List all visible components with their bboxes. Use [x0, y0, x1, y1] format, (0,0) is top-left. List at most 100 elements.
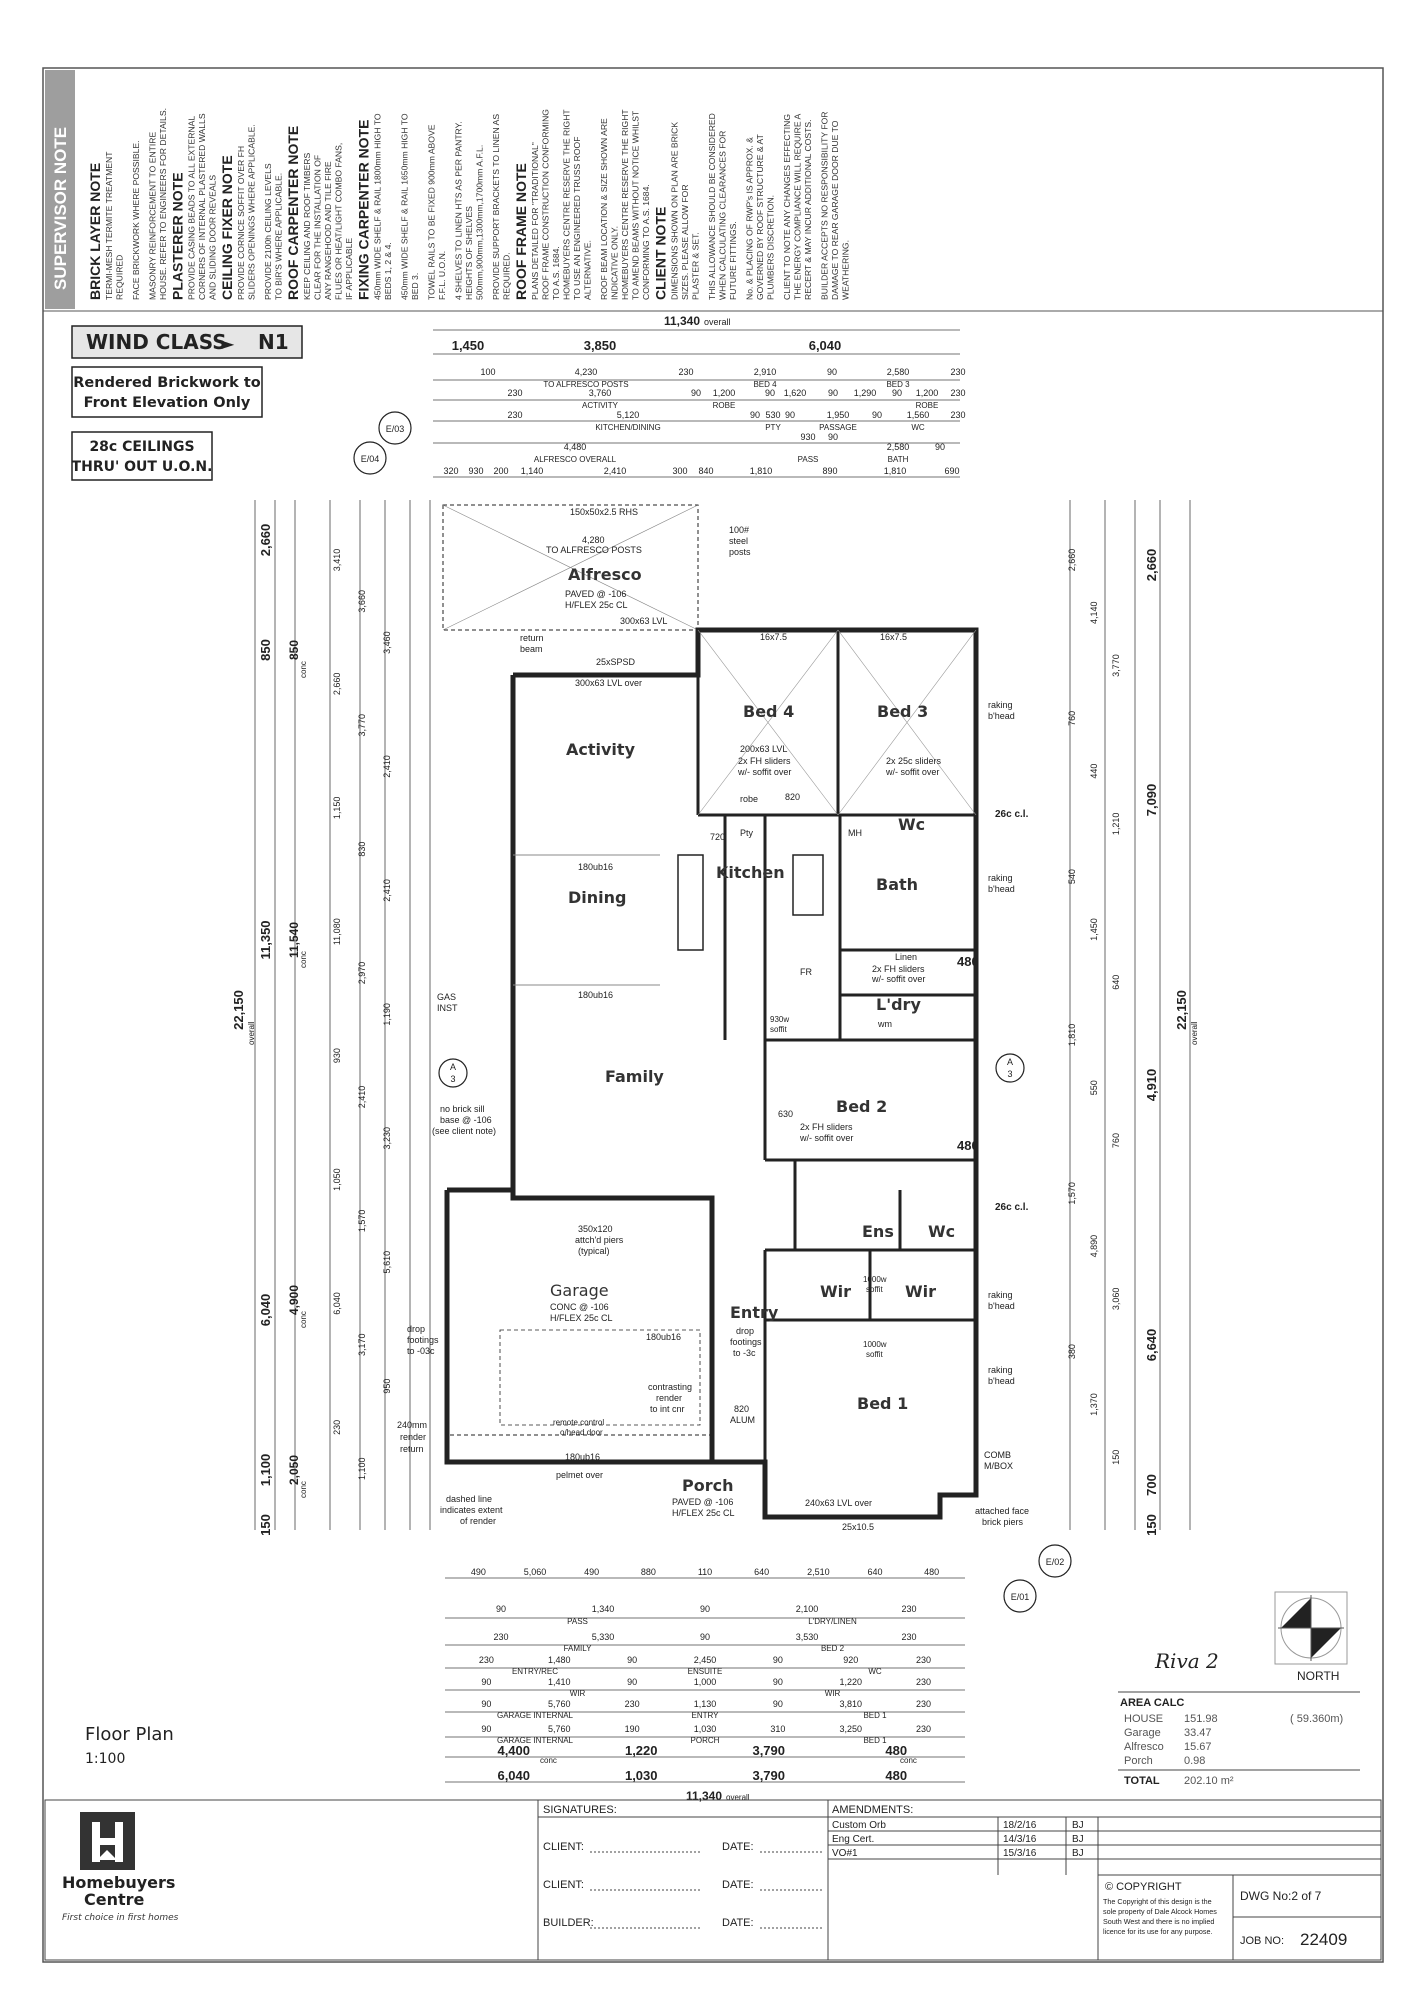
wind-class-label: WIND CLASS [86, 330, 227, 354]
homebuyers-logo: Homebuyers Centre First choice in first … [62, 1812, 179, 1923]
room-bed1: Bed 1 [857, 1394, 908, 1413]
room-family: Family [605, 1067, 664, 1086]
label-remote-1: remote control [553, 1418, 604, 1427]
bottom-dim-row3-2: 90 [700, 1632, 710, 1642]
label-soffit930-1: 930w [770, 1015, 789, 1024]
label-cl-2: 26c c.l. [995, 1202, 1029, 1213]
date-label-2: DATE: [722, 1879, 754, 1891]
bottom-dim-row4-1: 1,480 [548, 1655, 571, 1665]
left-dim-inner-0: 3,410 [332, 549, 342, 572]
label-contrasting-2: render [656, 1393, 682, 1403]
label-piers-3: (typical) [578, 1246, 610, 1256]
bottom-dim-row6-sub-2: BED 1 [863, 1711, 887, 1720]
kitchen-island [677, 854, 704, 951]
bottom-dim-row1-7: 640 [867, 1567, 882, 1577]
top-dim-row6-8: 890 [822, 466, 837, 476]
left-dim-conc-1: 11,540 [287, 922, 301, 958]
right-dim-inner-1: 4,140 [1089, 602, 1099, 625]
left-dim-conc-3: 2,050 [287, 1455, 301, 1485]
bottom-dim-row4-4: 90 [773, 1655, 783, 1665]
top-dim-row3: 230 3,760 90 1,200 90 1,620 90 1,290 90 … [507, 388, 965, 410]
top-dim-row2-1: 4,230 [575, 367, 598, 377]
note-heading-4: FIXING CARPENTER NOTE [356, 120, 372, 300]
left-dim-inner-21: 230 [332, 1420, 342, 1435]
label-ub-2: 180ub16 [578, 990, 613, 1000]
label-drop-1: drop [407, 1324, 425, 1334]
render-note-line2: Front Elevation Only [84, 395, 251, 411]
left-dimensions [254, 500, 431, 1530]
right-dim-inner-9: 1,810 [1067, 1024, 1077, 1047]
label-drop2-3: to -3c [733, 1348, 756, 1358]
area-total-value: 202.10 m² [1184, 1775, 1234, 1787]
left-dim-conc-suffix-3: conc [299, 1481, 308, 1498]
left-dim-outer-0: 2,660 [258, 524, 273, 557]
note-2-line-4: TO BIR'S WHERE APPLICABLE. [274, 173, 284, 300]
room-laundry: L'dry [876, 995, 921, 1014]
bottom-dim-row3-4: 230 [901, 1632, 916, 1642]
label-raking-4a: raking [988, 1365, 1013, 1375]
note-3-line-2: ANY RANGEHOOD AND TILE FIRE [323, 161, 333, 300]
floor-plan-scale: 1:100 [85, 1751, 125, 1767]
client-label-1: CLIENT: [543, 1841, 584, 1853]
room-porch-sub2: H/FLEX 25c CL [672, 1508, 735, 1518]
note-5-line-9: HOMEBUYERS CENTRE RESERVE THE RIGHT [620, 109, 630, 300]
floor-plan-title: Floor Plan [85, 1724, 174, 1745]
room-dining: Dining [568, 888, 626, 907]
label-480-b: 480 [957, 1138, 979, 1153]
top-dim-row5-1: 930 [800, 432, 815, 442]
note-heading-3: ROOF CARPENTER NOTE [285, 126, 301, 300]
top-dim-row2-sub0: TO ALFRESCO POSTS [543, 380, 628, 389]
top-dim-row4-5: 1,950 [827, 410, 850, 420]
left-dim-inner-14: 3,230 [382, 1127, 392, 1150]
sheet-border [42, 67, 1384, 1963]
note-4-line-4: BED 3. [410, 273, 420, 300]
north-label: NORTH [1297, 1669, 1339, 1683]
note-6-line-5: WHEN CALCULATING CLEARANCES FOR [718, 131, 728, 300]
top-dim-row3-sub2: ROBE [916, 401, 939, 410]
label-soffit1000b-1: 1000w [863, 1340, 887, 1349]
top-dim-row5-3: 2,580 [887, 442, 910, 452]
marker-section-a-right: A [1007, 1057, 1013, 1067]
bottom-dim-row8-1: 1,220 [625, 1743, 658, 1758]
label-raking-3a: raking [988, 1290, 1013, 1300]
room-porch: Porch [682, 1476, 733, 1495]
client-label-2: CLIENT: [543, 1879, 584, 1891]
top-dim-row2-0: 100 [480, 367, 495, 377]
note-6-line-16: BUILDER ACCEPTS NO RESPONSIBILITY FOR [820, 112, 830, 300]
note-heading-0: BRICK LAYER NOTE [87, 163, 103, 300]
top-dim-row6-0: 320 [443, 466, 458, 476]
right-dim-inner-5: 1,210 [1111, 813, 1121, 836]
bottom-dim-row7-1: 5,760 [548, 1724, 571, 1734]
bottom-dim-row2-0: 90 [496, 1604, 506, 1614]
copyright-block: © COPYRIGHT The Copyright of this design… [1103, 1881, 1347, 1949]
amend-1-desc: Eng Cert. [832, 1834, 874, 1845]
top-dim-row4-0: 230 [507, 410, 522, 420]
top-dim-overall-suffix: overall [704, 317, 731, 327]
note-5-line-11: CONFORMING TO A.S. 1684. [641, 184, 651, 300]
bottom-dim-row4-3: 2,450 [694, 1655, 717, 1665]
room-garage: Garage [550, 1281, 609, 1300]
copyright-title: © COPYRIGHT [1105, 1881, 1182, 1893]
label-gas-1: GAS [437, 992, 456, 1002]
bottom-dim-row1-1: 5,060 [524, 1567, 547, 1577]
left-dim-conc-2: 4,900 [287, 1285, 301, 1315]
label-pelmet: pelmet over [556, 1470, 603, 1480]
title-area: Floor Plan 1:100 Riva 2 NORTH AREA CALC … [85, 1591, 1360, 1787]
ceiling-rake-lines [697, 629, 977, 816]
label-dashed-3: of render [460, 1516, 496, 1526]
label-sliders-bed2-1: 2x FH sliders [800, 1122, 853, 1132]
bottom-dim-row1-4: 110 [698, 1567, 712, 1577]
bottom-dim-row5-6: 230 [916, 1677, 931, 1687]
note-4-line-0: 450mm WIDE SHELF & RAIL 1800mm HIGH TO [373, 113, 383, 300]
left-dim-outer-3: 6,040 [258, 1294, 273, 1327]
label-steel-posts-2: steel [729, 536, 748, 546]
note-0-line-6: HOUSE. REFER TO ENGINEERS FOR DETAILS. [158, 108, 168, 300]
plan-annotations: 150x50x2.5 RHS 4,280 TO ALFRESCO POSTS 1… [397, 507, 1029, 1532]
right-dim-inner-16: 1,370 [1089, 1393, 1099, 1416]
note-6-line-4: THIS ALLOWANCE SHOULD BE CONSIDERED [707, 113, 717, 300]
right-dim-inner-17: 150 [1111, 1450, 1121, 1465]
bottom-dim-row1-2: 490 [584, 1567, 599, 1577]
copyright-line-1: The Copyright of this design is the [1103, 1897, 1212, 1906]
bottom-dim-row5-sub-0: WIR [570, 1689, 586, 1698]
